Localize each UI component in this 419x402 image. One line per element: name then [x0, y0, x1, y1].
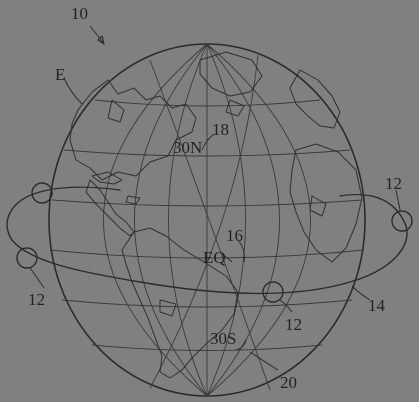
satellite-left-upper — [31, 182, 53, 204]
latitude-lines — [49, 99, 365, 351]
lat-30s-label: 30S — [210, 329, 236, 348]
orbit-ref: 14 — [368, 296, 386, 315]
leader-lines — [29, 77, 401, 371]
reference-arrow-10 — [89, 25, 105, 45]
continent-outlines — [69, 51, 363, 379]
lat-30n-ref: 18 — [212, 120, 229, 139]
satellite-ref-bottom: 12 — [285, 315, 302, 334]
latitude-30s-line — [91, 344, 323, 351]
satellite-bottom — [262, 281, 284, 303]
satellite-ref-left: 12 — [28, 290, 45, 309]
lat-30n-label: 30N — [173, 138, 202, 157]
lat-30s-ref: 20 — [280, 373, 297, 392]
globe-label: E — [55, 65, 65, 84]
equator-label: EQ — [203, 248, 226, 267]
satellite-ref-right: 12 — [385, 174, 402, 193]
satellite-right — [391, 210, 413, 232]
orbit-ring — [6, 191, 408, 295]
figure-ref-numeral: 10 — [71, 4, 88, 23]
latitude-30n-line — [63, 149, 351, 157]
satellite-left-lower — [16, 247, 38, 269]
equator-line — [49, 249, 365, 259]
equator-ref: 16 — [226, 226, 243, 245]
